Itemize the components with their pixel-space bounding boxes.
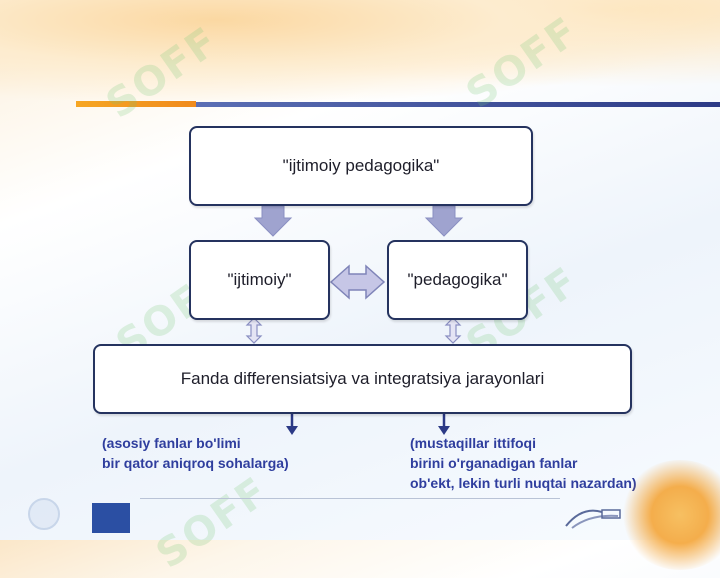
double-arrow-vertical-left <box>245 317 263 344</box>
caption-right: (mustaqillar ittifoqi birini o'rganadiga… <box>410 433 637 493</box>
down-arrow-left <box>253 205 293 237</box>
box-right-label: "pedagogika" <box>407 270 508 289</box>
double-arrow-vertical-right <box>444 317 462 344</box>
footer-logo-square <box>92 503 130 533</box>
box-bottom: Fanda differensiatsiya va integratsiya j… <box>93 344 632 414</box>
box-right: "pedagogika" <box>387 240 528 320</box>
caption-right-line: ob'ekt, lekin turli nuqtai nazardan) <box>410 475 637 491</box>
pointer-arrow-left <box>286 426 298 435</box>
box-bottom-label: Fanda differensiatsiya va integratsiya j… <box>180 369 545 388</box>
pointer-arrow-right <box>438 426 450 435</box>
accent-bar-blue <box>196 102 720 107</box>
caption-left-line: bir qator aniqroq sohalarga) <box>102 455 289 471</box>
box-left: "ijtimoiy" <box>189 240 330 320</box>
caption-right-line: (mustaqillar ittifoqi <box>410 435 536 451</box>
caption-right-line: birini o'rganadigan fanlar <box>410 455 578 471</box>
caption-left-line: (asosiy fanlar bo'limi <box>102 435 241 451</box>
box-top-label: "ijtimoiy pedagogika" <box>282 156 440 175</box>
globe-icon <box>28 498 60 530</box>
footer-divider <box>140 498 560 499</box>
diagram-arrows <box>245 205 464 435</box>
double-arrow-horizontal <box>329 264 386 300</box>
down-arrow-right <box>424 205 464 237</box>
box-top: "ijtimoiy pedagogika" <box>189 126 533 206</box>
caption-left: (asosiy fanlar bo'limi bir qator aniqroq… <box>102 433 289 473</box>
footer-logo-icon <box>565 509 621 529</box>
header-band <box>0 0 720 100</box>
box-left-label: "ijtimoiy" <box>227 270 292 289</box>
accent-bar-orange <box>76 101 196 107</box>
